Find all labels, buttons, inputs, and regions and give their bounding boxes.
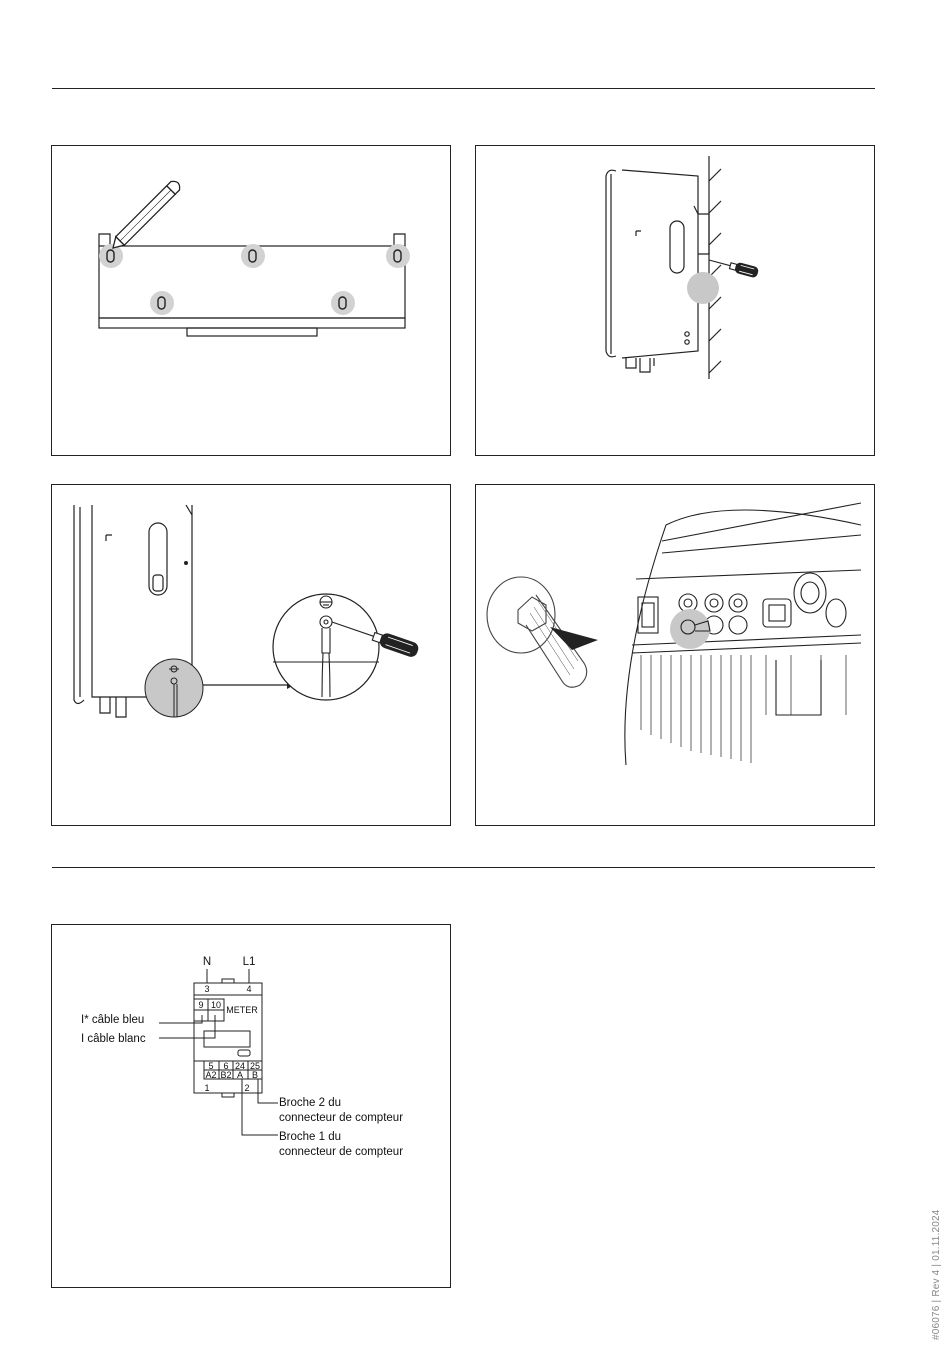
pin2-label-line2: connecteur de compteur bbox=[279, 1112, 403, 1124]
terminal-2-label: 2 bbox=[244, 1083, 249, 1093]
panel-ground-connection bbox=[51, 484, 451, 826]
terminal-b-label: B bbox=[252, 1070, 258, 1080]
pin1-label-line2: connecteur de compteur bbox=[279, 1146, 403, 1158]
panel-hang-inverter bbox=[475, 145, 875, 456]
pin2-label-line1: Broche 2 du bbox=[279, 1097, 341, 1109]
terminal-9-label: 9 bbox=[198, 1000, 203, 1010]
document-reference: #06076 | Rev 4 | 01.11.2024 bbox=[928, 1140, 948, 1340]
terminal-1-label: 1 bbox=[204, 1083, 209, 1093]
terminal-3-label: 3 bbox=[204, 984, 209, 994]
white-cable-label: I câble blanc bbox=[81, 1033, 146, 1045]
meter-label: METER bbox=[226, 1005, 258, 1015]
pencil-icon bbox=[109, 179, 183, 253]
document-reference-text: #06076 | Rev 4 | 01.11.2024 bbox=[931, 1209, 942, 1340]
inverter-side-drawing bbox=[476, 146, 875, 456]
ground-drawing bbox=[52, 485, 451, 826]
terminal-a2-label: A2 bbox=[205, 1070, 216, 1080]
mounting-holes bbox=[99, 244, 410, 315]
blue-cable-label: I* câble bleu bbox=[81, 1014, 144, 1026]
pin1-label-line1: Broche 1 du bbox=[279, 1131, 341, 1143]
screwdriver-icon bbox=[708, 255, 759, 278]
panel-connector-detail bbox=[475, 484, 875, 826]
meter-wiring-diagram: N L1 3 4 9 10 METER 5 6 24 25 A bbox=[52, 925, 451, 1288]
panel-mark-holes bbox=[51, 145, 451, 456]
terminal-l1-label: L1 bbox=[243, 956, 256, 968]
panel-meter-wiring: N L1 3 4 9 10 METER 5 6 24 25 A bbox=[51, 924, 451, 1288]
connector-drawing bbox=[476, 485, 875, 826]
section-rule-middle bbox=[52, 867, 875, 868]
terminal-10-label: 10 bbox=[211, 1000, 221, 1010]
terminal-n-label: N bbox=[203, 956, 211, 968]
bolt-icon bbox=[487, 577, 587, 687]
terminal-b2-label: B2 bbox=[220, 1070, 231, 1080]
bracket-drawing bbox=[52, 146, 451, 456]
section-rule-top bbox=[52, 88, 875, 89]
terminal-a-label: A bbox=[237, 1070, 243, 1080]
terminal-4-label: 4 bbox=[246, 984, 251, 994]
